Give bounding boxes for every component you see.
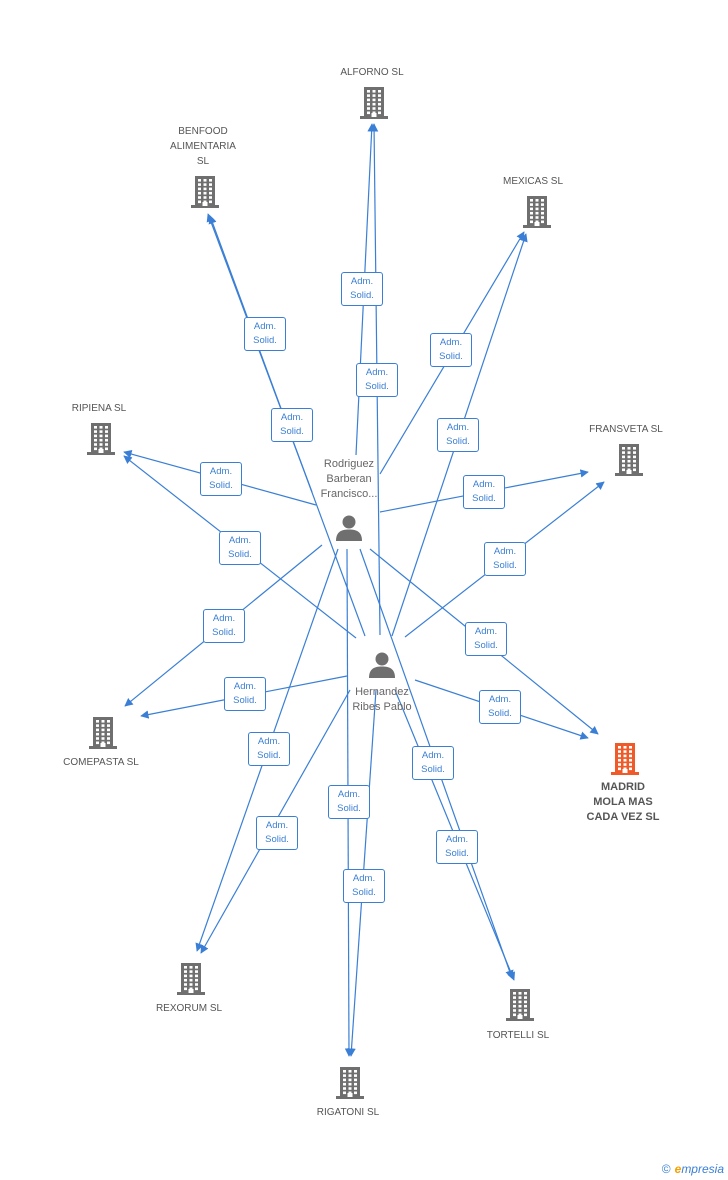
edge-label-type: Solid.	[439, 351, 463, 362]
edge-label-p1-comepasta[interactable]: Adm. Solid.	[203, 609, 245, 643]
brand-name: mpresia	[681, 1162, 724, 1176]
edge-label-role: Adm.	[493, 546, 517, 557]
edge-label-p1-rexorum[interactable]: Adm. Solid.	[248, 732, 290, 766]
edge-label-type: Solid.	[421, 764, 445, 775]
edge-label-role: Adm.	[445, 834, 469, 845]
copyright-symbol: ©	[661, 1162, 671, 1176]
company-label-rigatoni[interactable]: RIGATONI SL	[316, 1106, 380, 1118]
edge-label-p2-tortelli[interactable]: Adm. Solid.	[436, 830, 478, 864]
edge-label-role: Adm.	[265, 820, 289, 831]
company-label-tortelli[interactable]: TORTELLI SL	[486, 1029, 550, 1041]
edge-label-role: Adm.	[446, 422, 470, 433]
edge-label-role: Adm.	[421, 750, 445, 761]
edge-label-type: Solid.	[493, 560, 517, 571]
edge-label-role: Adm.	[228, 535, 252, 546]
company-label-benfood[interactable]: BENFOOD ALIMENTARIA SL	[170, 125, 236, 167]
brand-initial: e	[674, 1162, 682, 1176]
edge-label-role: Adm.	[280, 412, 304, 423]
edge-label-p1-rigatoni[interactable]: Adm. Solid.	[328, 785, 370, 819]
edge-label-role: Adm.	[337, 789, 361, 800]
edge-label-type: Solid.	[337, 803, 361, 814]
building-icon[interactable]	[522, 195, 552, 234]
edge-label-type: Solid.	[257, 750, 281, 761]
edge-label-type: Solid.	[253, 335, 277, 346]
company-label-comepasta[interactable]: COMEPASTA SL	[63, 756, 139, 768]
footer-brand: ©empresia	[662, 1162, 724, 1176]
building-icon[interactable]	[614, 443, 644, 482]
edge-label-p1-mexicas[interactable]: Adm. Solid.	[430, 333, 472, 367]
edge-label-p2-fransveta[interactable]: Adm. Solid.	[484, 542, 526, 576]
edge-label-p1-madrid[interactable]: Adm. Solid.	[465, 622, 507, 656]
company-label-madrid[interactable]: MADRID MOLA MAS CADA VEZ SL	[586, 780, 660, 823]
edge-label-type: Solid.	[472, 493, 496, 504]
person-label-p1[interactable]: Rodriguez Barberan Francisco...	[320, 457, 378, 500]
edge-label-p1-fransveta[interactable]: Adm. Solid.	[463, 475, 505, 509]
edge-label-p2-ripiena[interactable]: Adm. Solid.	[219, 531, 261, 565]
edge-label-type: Solid.	[446, 436, 470, 447]
person-icon[interactable]	[335, 514, 363, 547]
edge-label-role: Adm.	[472, 479, 496, 490]
edge-label-role: Adm.	[253, 321, 277, 332]
edge-label-type: Solid.	[233, 695, 257, 706]
building-icon[interactable]	[86, 422, 116, 461]
edge-label-role: Adm.	[212, 613, 236, 624]
edge-label-p2-mexicas[interactable]: Adm. Solid.	[437, 418, 479, 452]
person-label-p2[interactable]: Hernandez Ribes Pablo	[352, 686, 412, 713]
building-icon[interactable]	[505, 988, 535, 1027]
edge-label-role: Adm.	[257, 736, 281, 747]
edge-label-type: Solid.	[228, 549, 252, 560]
building-icon[interactable]	[176, 962, 206, 1001]
edge-label-role: Adm.	[474, 626, 498, 637]
building-icon[interactable]	[359, 86, 389, 125]
edge-label-type: Solid.	[365, 381, 389, 392]
edge-label-p2-rigatoni[interactable]: Adm. Solid.	[343, 869, 385, 903]
edge-label-p2-benfood[interactable]: Adm. Solid.	[271, 408, 313, 442]
edge-label-p2-rexorum[interactable]: Adm. Solid.	[256, 816, 298, 850]
edge-label-type: Solid.	[350, 290, 374, 301]
company-label-mexicas[interactable]: MEXICAS SL	[502, 175, 564, 187]
edge-label-p1-ripiena[interactable]: Adm. Solid.	[200, 462, 242, 496]
edge-label-p1-tortelli[interactable]: Adm. Solid.	[412, 746, 454, 780]
edge-label-role: Adm.	[365, 367, 389, 378]
company-label-rexorum[interactable]: REXORUM SL	[155, 1002, 223, 1014]
building-icon[interactable]	[190, 175, 220, 214]
edge-label-role: Adm.	[209, 466, 233, 477]
edge-label-p2-alforno[interactable]: Adm. Solid.	[356, 363, 398, 397]
edge-label-role: Adm.	[439, 337, 463, 348]
edge-label-type: Solid.	[488, 708, 512, 719]
edge-label-type: Solid.	[445, 848, 469, 859]
edge-label-p1-benfood[interactable]: Adm. Solid.	[244, 317, 286, 351]
company-label-fransveta[interactable]: FRANSVETA SL	[589, 423, 663, 435]
edge-label-type: Solid.	[265, 834, 289, 845]
person-icon[interactable]	[368, 651, 396, 684]
edge-label-role: Adm.	[352, 873, 376, 884]
edge-label-p2-madrid[interactable]: Adm. Solid.	[479, 690, 521, 724]
company-label-alforno[interactable]: ALFORNO SL	[340, 66, 404, 78]
edge-label-type: Solid.	[280, 426, 304, 437]
edge-label-type: Solid.	[212, 627, 236, 638]
edge-label-p2-comepasta[interactable]: Adm. Solid.	[224, 677, 266, 711]
edges-layer	[123, 123, 605, 1057]
edge-label-role: Adm.	[233, 681, 257, 692]
edge-label-type: Solid.	[209, 480, 233, 491]
edge-label-type: Solid.	[474, 640, 498, 651]
edge-label-role: Adm.	[350, 276, 374, 287]
edge-label-p1-alforno[interactable]: Adm. Solid.	[341, 272, 383, 306]
edge-label-type: Solid.	[352, 887, 376, 898]
building-icon[interactable]	[88, 716, 118, 755]
building-icon[interactable]	[335, 1066, 365, 1105]
building-icon[interactable]	[610, 742, 640, 781]
company-label-ripiena[interactable]: RIPIENA SL	[71, 402, 127, 414]
edge-label-role: Adm.	[488, 694, 512, 705]
